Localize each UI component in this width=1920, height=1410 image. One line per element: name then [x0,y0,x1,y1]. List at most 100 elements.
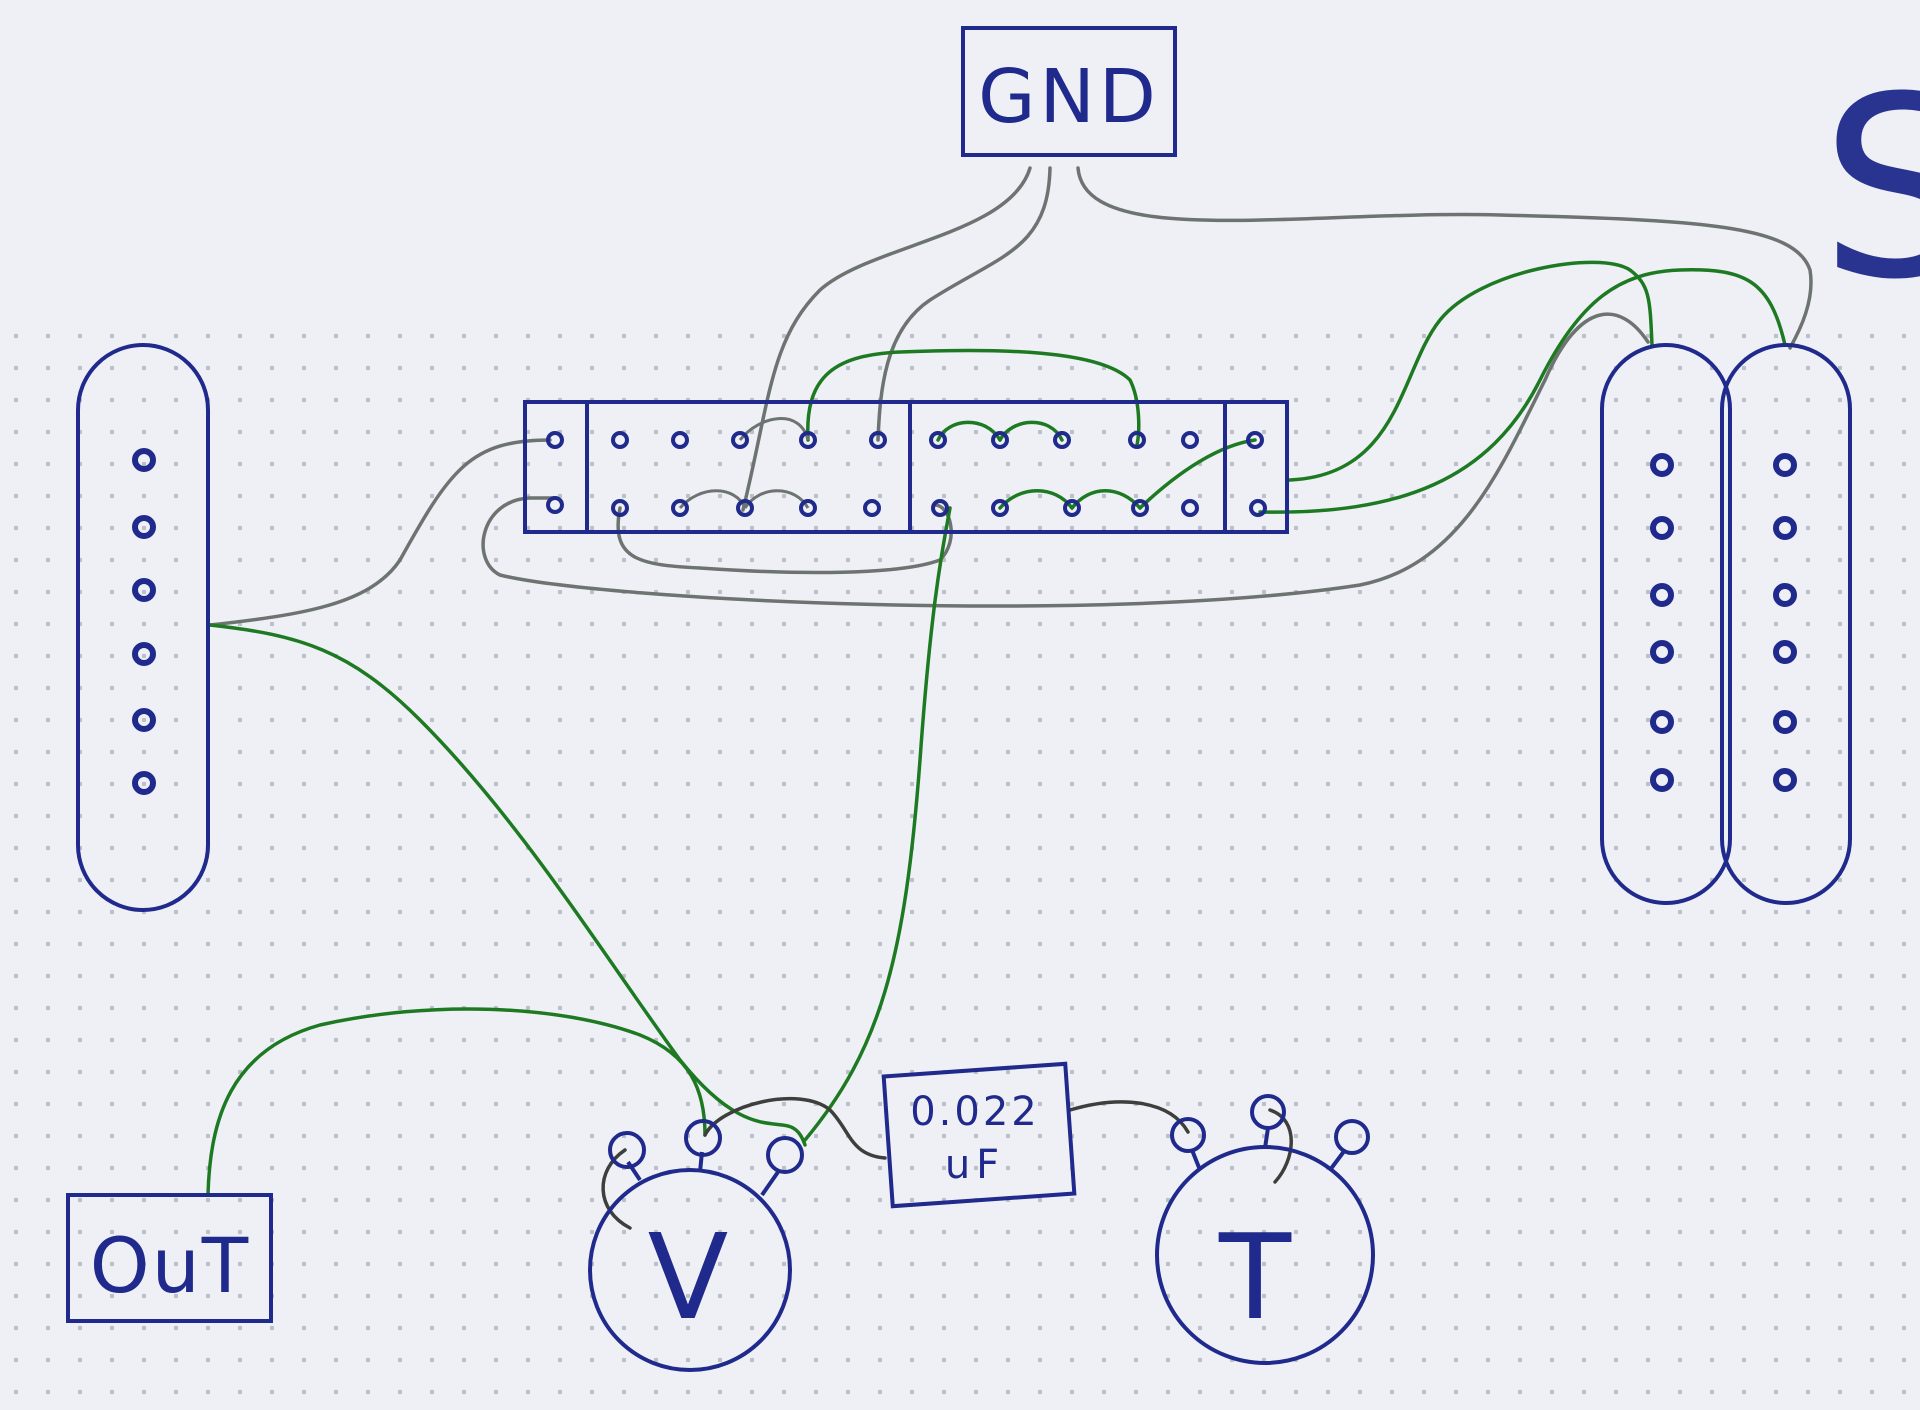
tone-label: T [1218,1208,1292,1346]
switch-terminal [611,431,629,449]
pole-piece [1650,453,1674,477]
pole-piece [132,515,156,539]
volume-lug-stem [760,1170,780,1197]
switch-terminal [863,499,881,517]
pole-piece [1773,453,1797,477]
switch-terminal [611,499,629,517]
pole-piece [132,578,156,602]
ground-box-outline [961,26,1177,157]
pole-piece [1773,710,1797,734]
switch-terminal [1053,431,1071,449]
switch-arc-grey-1 [738,417,810,441]
edge-glyph: S [1820,43,1920,334]
tone-lug-stem [1190,1149,1202,1171]
ground-wire-4 [481,312,1650,608]
pole-piece [132,642,156,666]
signal-wire-coil-b [1258,268,1787,514]
volume-lug [684,1119,722,1157]
switch-terminal [799,499,817,517]
tone-pot: T [1155,1094,1375,1365]
switch-terminal [546,496,564,514]
pole-piece [132,708,156,732]
capacitor-icon [881,1061,1077,1209]
switch-terminal [546,431,564,449]
ground-wire-2 [876,166,1052,442]
neck-pickup [76,343,210,912]
switch-terminal [1249,499,1267,517]
signal-wire-output [206,1007,707,1197]
tone-lug-stem [1263,1127,1270,1149]
output-jack: OuT [66,1193,273,1323]
pole-piece [1773,640,1797,664]
switch-terminal [671,499,689,517]
pole-piece [1650,640,1674,664]
output-label: OuT [90,1221,250,1310]
switch-terminal [671,431,689,449]
volume-lug [766,1136,804,1174]
tone-lug [1334,1119,1370,1155]
dot-grid [0,320,1920,1410]
capacitor-value: 0.022 [910,1089,1040,1135]
switch-terminal [1131,499,1149,517]
output-box-outline [66,1193,273,1323]
switch-terminal [731,431,749,449]
tone-lug-stem [1328,1148,1347,1172]
signal-wire-neck-to-volume [208,623,807,1147]
volume-lug [608,1131,646,1169]
neck-pickup-poles [132,448,156,795]
ground-wire-5 [208,438,552,627]
tone-lug-jumper [1268,1108,1293,1184]
switch-terminal [1181,499,1199,517]
tone-capacitor: 0.022 uF [881,1061,1077,1209]
signal-wire-coil-a [1288,260,1654,482]
capacitor-unit: uF [945,1142,1005,1188]
pole-piece [132,448,156,472]
switch-terminal [991,499,1009,517]
switch-terminal [736,499,754,517]
switch-terminal [799,431,817,449]
pole-piece [1650,516,1674,540]
switch-terminal [991,431,1009,449]
volume-label: V [648,1208,729,1346]
switch-terminal [1063,499,1081,517]
ground-box: GND [961,26,1177,157]
volume-lug-jumper [601,1148,632,1230]
ground-wire-3 [1076,166,1813,350]
switch-terminal [929,431,947,449]
pole-piece [1773,768,1797,792]
pole-piece [1650,583,1674,607]
pole-piece [1650,768,1674,792]
ground-wire-1 [741,166,1032,512]
switch-jumper-grey [616,503,953,575]
ground-label: GND [978,54,1160,140]
cap-wire-volume [703,1096,887,1160]
single-coil-pickup-icon [76,343,210,912]
pole-piece [132,771,156,795]
signal-wire-switch-top [806,348,1141,447]
pole-piece [1773,516,1797,540]
switch-terminal [1246,431,1264,449]
tone-lugs [1170,1094,1370,1172]
volume-lugs [608,1119,804,1197]
potentiometer-icon [588,1168,792,1372]
switch-terminal [869,431,887,449]
bridge-humbucker [1600,343,1852,905]
signal-wire-switch-to-volume [803,506,952,1142]
tone-lug [1250,1094,1286,1130]
switch-terminal [1181,431,1199,449]
switch-terminal [1128,431,1146,449]
pole-piece [1773,583,1797,607]
switch-terminals [546,431,1267,517]
signal-wire-switch-arc-5 [1138,438,1257,510]
humbucker-poles [1650,453,1797,792]
volume-pot: V [588,1119,804,1372]
ground-wires [208,166,1813,627]
humbucker-pickup-icon [1600,343,1732,905]
pole-piece [1650,710,1674,734]
humbucker-pickup-icon [1720,343,1852,905]
selector-switch [523,400,1289,534]
switch-terminal [931,499,949,517]
tone-lug [1170,1117,1206,1153]
switch-icon [523,400,1289,534]
